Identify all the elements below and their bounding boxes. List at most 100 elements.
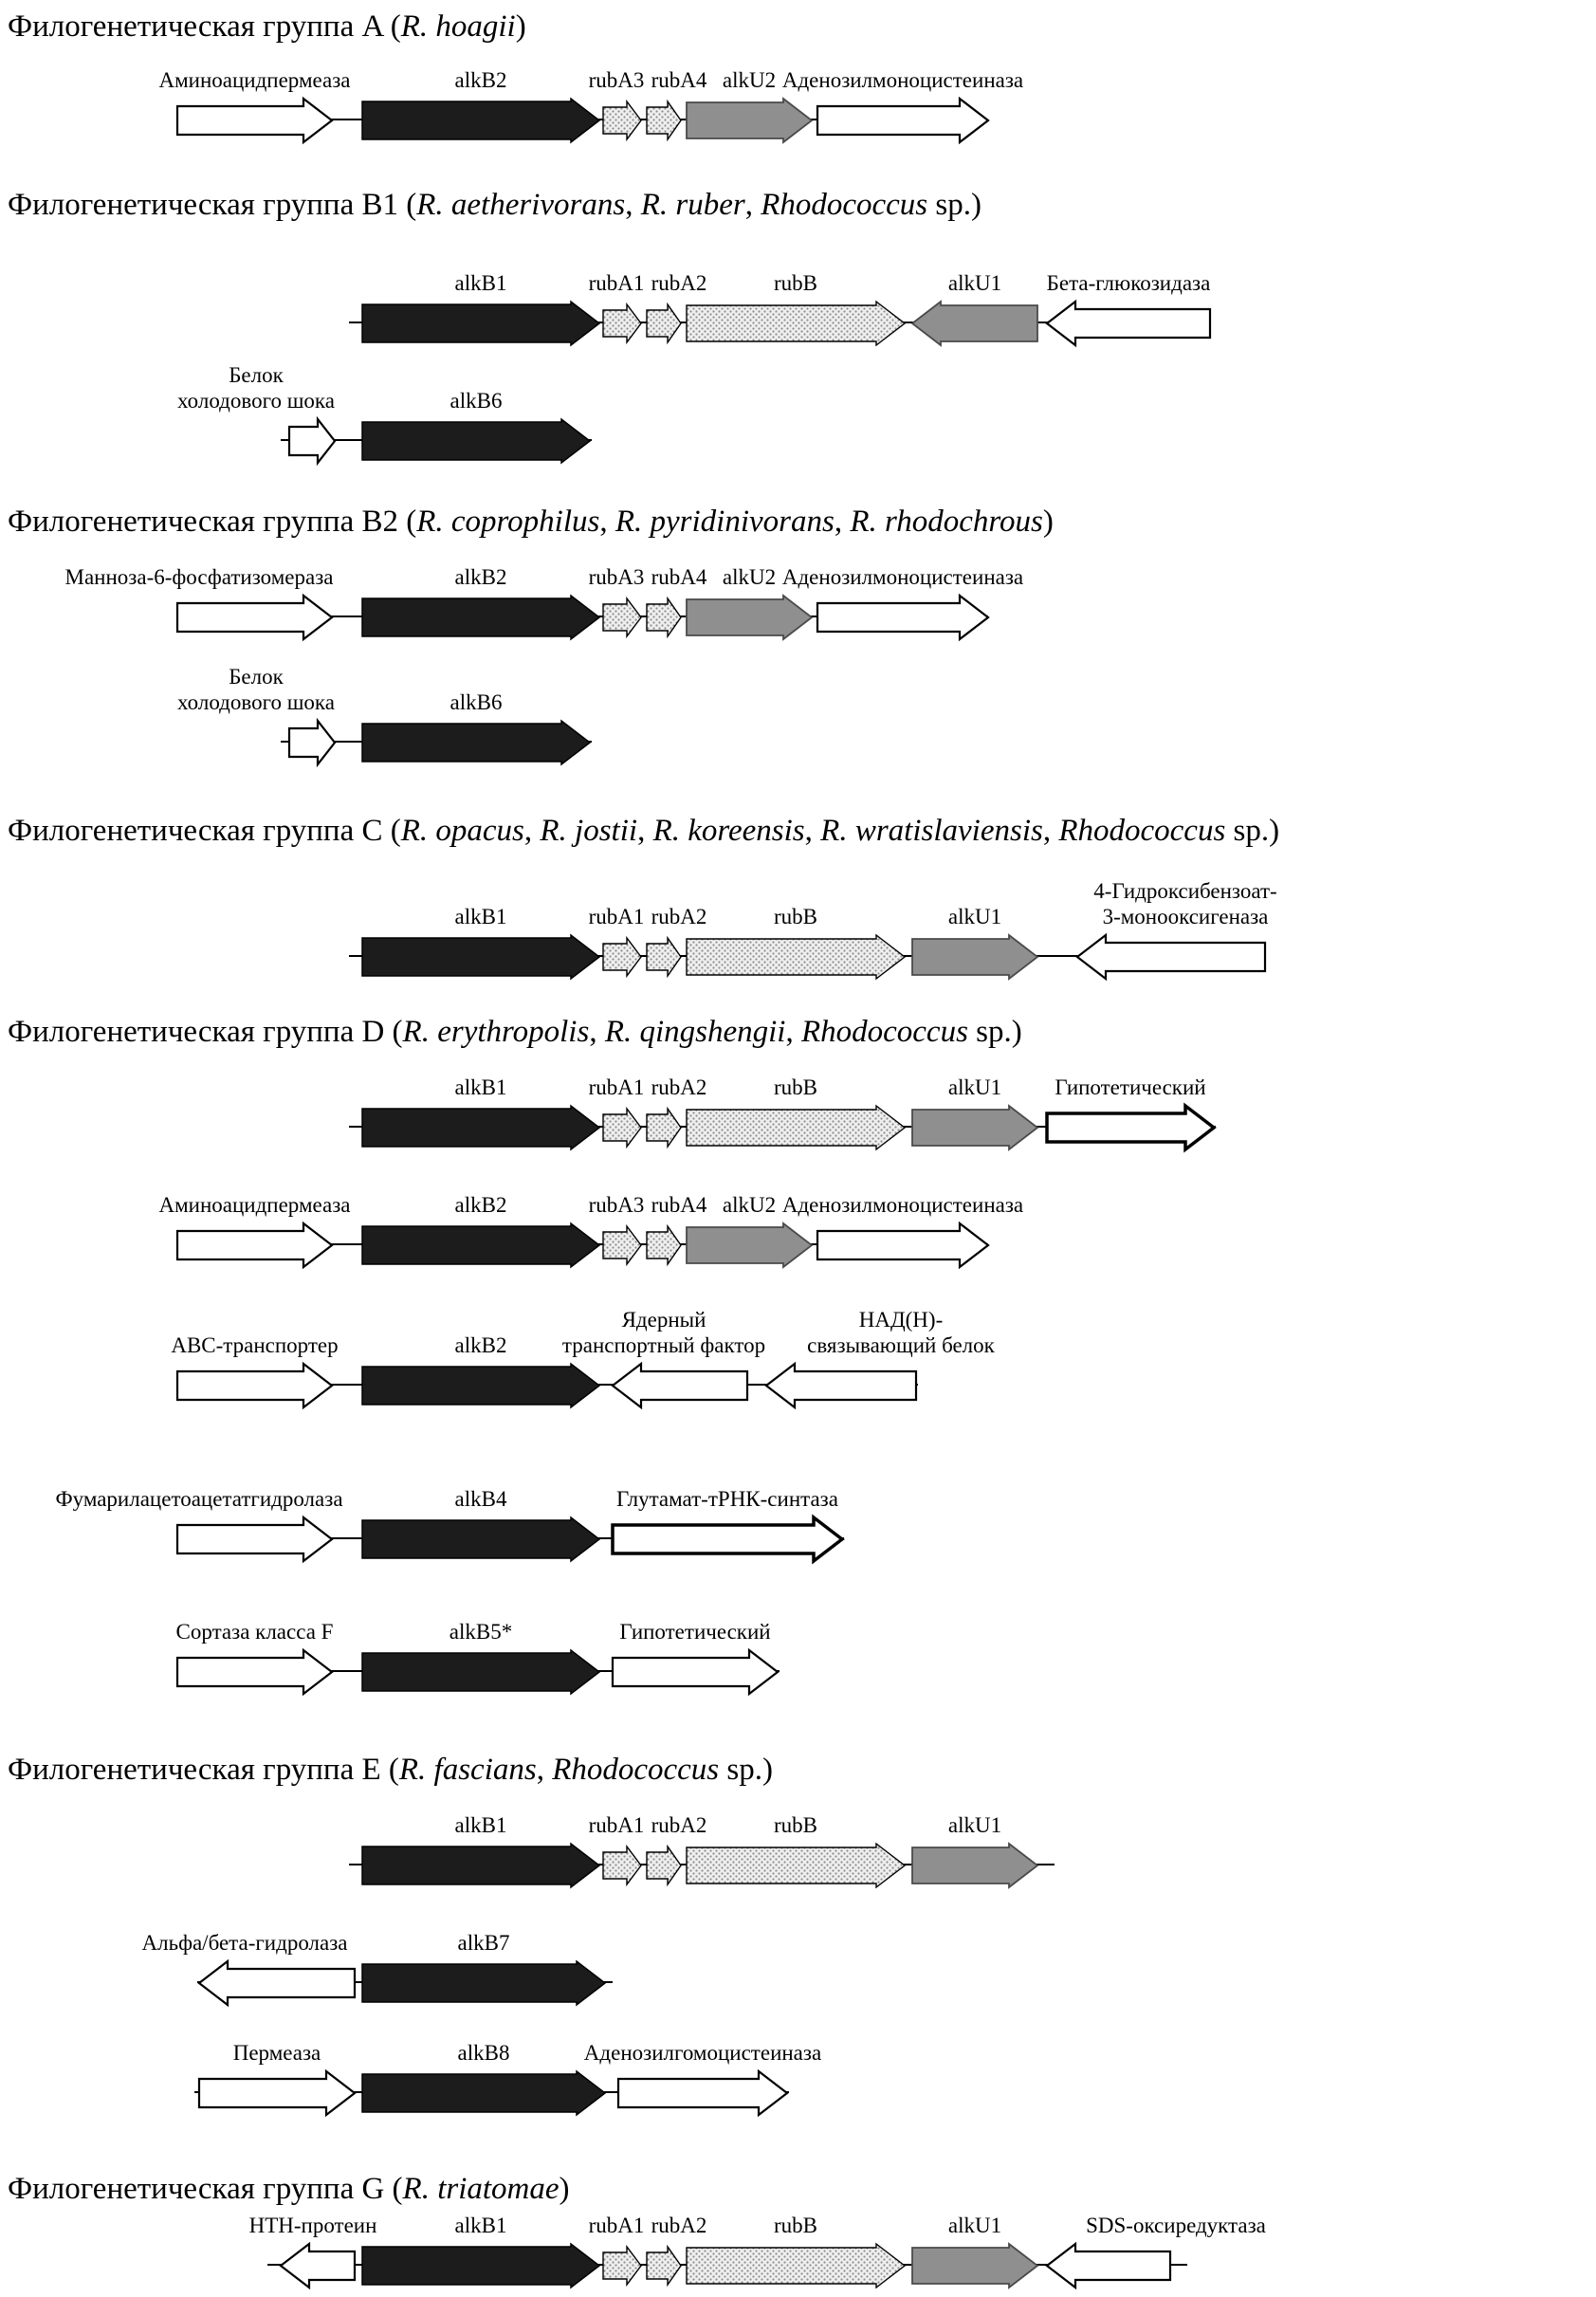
gene-arrow-rubA2 xyxy=(646,1106,682,1149)
gene-label-alkU1: alkU1 xyxy=(947,1075,1002,1099)
gene-arrow-amino-acid-permease xyxy=(175,96,334,145)
gene-label-alkB1: alkB1 xyxy=(454,1075,507,1099)
gene-label-cold-shock-protein: Белок холодового шока xyxy=(177,665,335,714)
title-text: , xyxy=(744,188,761,222)
title-text: , xyxy=(1042,814,1059,848)
title-text: sp.) xyxy=(927,188,981,222)
gene-arrow-rubA4 xyxy=(646,1223,682,1267)
gene-arrow-alkU1 xyxy=(911,933,1039,981)
species-name: R. fascians xyxy=(398,1753,537,1787)
species-name: R. wratislaviensis xyxy=(820,814,1043,848)
title-text: Филогенетическая группа G ( xyxy=(8,2172,403,2206)
gene-label-alkB2: alkB2 xyxy=(454,1333,507,1357)
gene-label-nadh-binding-protein: НАД(Н)- связывающий белок xyxy=(807,1308,995,1357)
gene-arrow-sortase-class-f xyxy=(175,1647,334,1697)
gene-arrow-adenosyl-monocysteinase xyxy=(816,593,990,642)
gene-arrow-rubB xyxy=(686,1842,907,1889)
gene-arrow-rubA1 xyxy=(602,302,642,345)
gene-arrow-abc-transporter xyxy=(175,1361,334,1410)
gene-label-alkB2: alkB2 xyxy=(454,1193,507,1217)
gene-label-alkB8: alkB8 xyxy=(457,2041,510,2065)
gene-arrow-alkB6 xyxy=(361,719,592,766)
gene-label-rubA4: rubA4 xyxy=(651,565,707,589)
gene-label-alkB1: alkB1 xyxy=(454,2214,507,2237)
gene-arrow-amino-acid-permease xyxy=(175,1221,334,1270)
species-name: R. ruber xyxy=(640,188,745,222)
gene-arrow-alkU2 xyxy=(686,594,814,641)
gene-arrow-rubA4 xyxy=(646,596,682,639)
gene-arrow-alkU1 xyxy=(911,1104,1039,1151)
gene-label-hypothetical: Гипотетический xyxy=(1055,1075,1206,1099)
title-text: , xyxy=(637,814,653,848)
gene-label-alkB7: alkB7 xyxy=(457,1931,510,1955)
gene-label-rubA3: rubA3 xyxy=(588,68,645,92)
title-text: , xyxy=(804,814,821,848)
title-text: Филогенетическая группа B2 ( xyxy=(8,505,417,539)
gene-arrow-4-hydroxybenzoate-3-monooxygenase xyxy=(1075,932,1267,982)
gene-arrow-sds-oxidoreductase xyxy=(1045,2241,1172,2290)
gene-arrow-rubA3 xyxy=(602,596,642,639)
gene-arrow-nadh-binding-protein xyxy=(764,1361,918,1410)
gene-arrow-permease xyxy=(197,2068,357,2118)
species-name: R. triatomae xyxy=(402,2172,560,2206)
gene-arrow-rubB xyxy=(686,2242,907,2289)
gene-arrow-hth-protein xyxy=(279,2241,357,2290)
gene-arrow-rubA2 xyxy=(646,2244,682,2288)
gene-label-alpha-beta-hydrolase: Альфа/бета-гидролаза xyxy=(141,1931,348,1955)
species-name: Rhodococcus xyxy=(552,1753,720,1787)
gene-arrow-fumarylacetoacetate-hydrolase xyxy=(175,1515,334,1564)
gene-label-alkB4: alkB4 xyxy=(454,1487,507,1511)
title-text: Филогенетическая группа A ( xyxy=(8,9,401,44)
section-title-C: Филогенетическая группа C (R. opacus, R.… xyxy=(8,814,1279,849)
title-text: , xyxy=(523,814,541,848)
species-name: R. qingshengii xyxy=(604,1015,786,1049)
title-text: , xyxy=(589,1015,605,1049)
gene-label-cold-shock-protein: Белок холодового шока xyxy=(177,363,335,413)
gene-label-alkB1: alkB1 xyxy=(454,271,507,295)
gene-arrow-rubB xyxy=(686,933,907,981)
gene-arrow-alkB2 xyxy=(361,1222,601,1269)
gene-label-rubB: rubB xyxy=(774,2214,817,2237)
gene-label-fumarylacetoacetate-hydrolase: Фумарилацетоацетатгидролаза xyxy=(55,1487,343,1511)
gene-arrow-adenosyl-monocysteinase xyxy=(816,1221,990,1270)
gene-arrow-cold-shock-protein xyxy=(287,717,337,768)
gene-label-rubA4: rubA4 xyxy=(651,1193,707,1217)
section-title-A: Филогенетическая группа A (R. hoagii) xyxy=(8,9,526,45)
gene-label-hypothetical: Гипотетический xyxy=(619,1620,771,1644)
gene-label-adenosyl-monocysteinase: Аденозилмоноцистеиназа xyxy=(781,1193,1024,1217)
title-text: Филогенетическая группа D ( xyxy=(8,1015,403,1049)
gene-label-rubA2: rubA2 xyxy=(651,1075,707,1099)
gene-label-4-hydroxybenzoate-3-monooxygenase: 4-Гидроксибензоат- 3-монооксигеназа xyxy=(1093,879,1277,928)
title-text: sp.) xyxy=(1225,814,1280,848)
gene-arrow-alkB2 xyxy=(361,594,601,641)
gene-label-rubA2: rubA2 xyxy=(651,271,707,295)
gene-arrow-rubA2 xyxy=(646,1844,682,1887)
gene-label-alkB2: alkB2 xyxy=(454,565,507,589)
section-title-B1: Филогенетическая группа B1 (R. aetherivo… xyxy=(8,188,981,223)
gene-label-rubB: rubB xyxy=(774,1075,817,1099)
gene-label-alkB2: alkB2 xyxy=(454,68,507,92)
gene-arrow-nuclear-transport-factor xyxy=(611,1361,749,1410)
title-text: sp.) xyxy=(967,1015,1022,1049)
gene-arrow-alpha-beta-hydrolase xyxy=(197,1958,357,2008)
gene-label-alkB1: alkB1 xyxy=(454,905,507,928)
gene-arrow-adenosyl-homocysteinase xyxy=(616,2068,789,2118)
gene-label-rubA3: rubA3 xyxy=(588,1193,645,1217)
gene-label-rubA4: rubA4 xyxy=(651,68,707,92)
species-name: Rhodococcus xyxy=(800,1015,968,1049)
gene-arrow-alkB7 xyxy=(361,1959,607,2007)
gene-label-alkU2: alkU2 xyxy=(722,68,777,92)
gene-label-rubA1: rubA1 xyxy=(588,271,645,295)
gene-arrow-rubB xyxy=(686,1104,907,1151)
gene-arrow-cold-shock-protein xyxy=(287,415,337,467)
gene-arrow-rubA3 xyxy=(602,99,642,142)
gene-label-alkU1: alkU1 xyxy=(947,271,1002,295)
title-text: sp.) xyxy=(719,1753,773,1787)
section-title-D: Филогенетическая группа D (R. erythropol… xyxy=(8,1015,1022,1050)
gene-label-rubA1: rubA1 xyxy=(588,1075,645,1099)
gene-arrow-glutamate-trna-synthase xyxy=(611,1514,845,1565)
title-text: Филогенетическая группа C ( xyxy=(8,814,401,848)
species-name: Rhodococcus xyxy=(1058,814,1226,848)
gene-label-adenosyl-monocysteinase: Аденозилмоноцистеиназа xyxy=(781,565,1024,589)
